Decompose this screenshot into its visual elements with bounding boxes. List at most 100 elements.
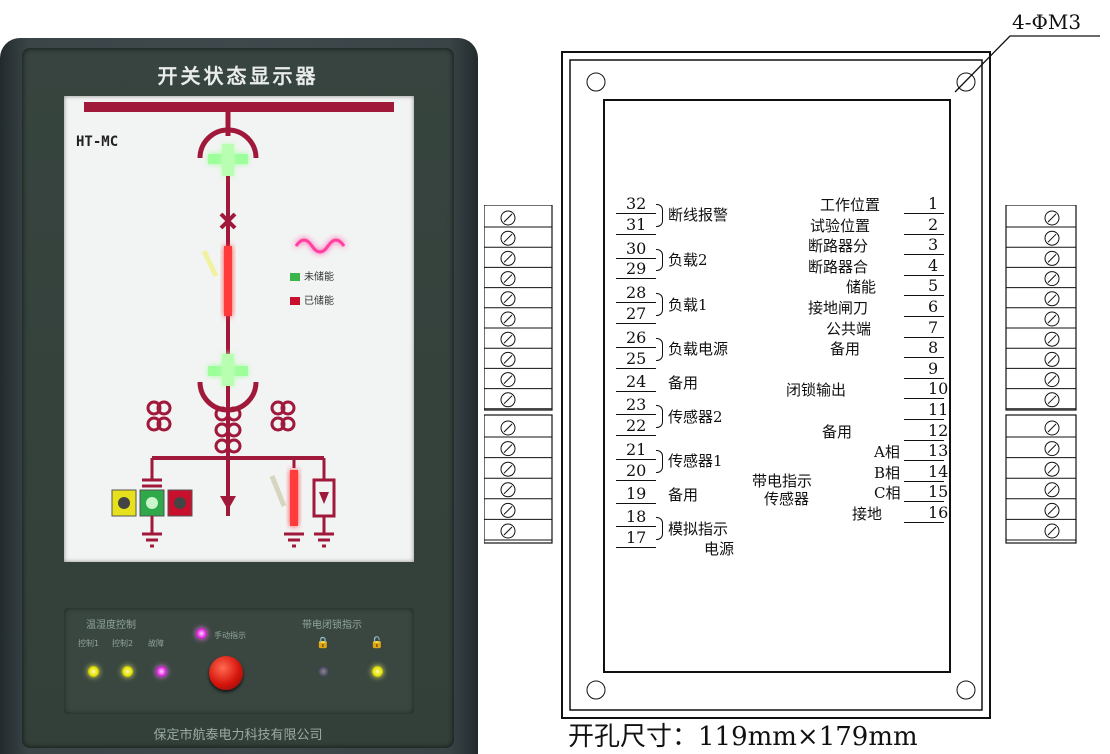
terminal-underline — [904, 398, 944, 400]
terminal-label: B相 — [874, 463, 901, 482]
terminal-underline — [904, 501, 944, 503]
terminal-underline — [616, 391, 656, 393]
terminal-number: 2 — [928, 214, 939, 234]
terminal-screw — [1044, 311, 1060, 327]
terminal-screw — [500, 271, 516, 287]
terminal-screw — [1044, 271, 1060, 287]
terminal-number: 4 — [928, 255, 939, 275]
mount-hole-tr — [956, 72, 976, 92]
left-terminal-block — [484, 205, 553, 544]
terminal-number: 18 — [626, 507, 647, 527]
lock-open-icon: 🔓 — [370, 636, 384, 649]
terminal-screw-slot — [1047, 506, 1057, 515]
terminal-screw-slot — [1047, 526, 1057, 536]
terminal-underline — [616, 233, 656, 235]
terminal-screw-slot — [503, 375, 513, 384]
terminal-brace — [656, 204, 663, 227]
terminal-screw-slot — [1047, 485, 1057, 495]
terminal-screw — [500, 230, 516, 246]
terminal-label: 试验位置 — [810, 216, 871, 235]
terminal-underline — [904, 336, 944, 338]
manual-indicator-label: 手动指示 — [214, 631, 246, 640]
terminal-number: 1 — [928, 194, 939, 213]
outgoing-arrow-icon — [220, 496, 236, 510]
terminal-screw-slot — [1047, 464, 1057, 474]
terminal-screw — [500, 351, 516, 367]
terminal-screw — [1044, 502, 1060, 518]
control-panel: 温湿度控制 控制1 控制2 故障 手动指示 带电闭锁指示 🔒 🔓 — [64, 608, 414, 714]
terminal-underline — [616, 435, 656, 436]
terminal-screw — [500, 250, 516, 266]
mimic-display-window: HT-MC — [64, 96, 414, 562]
terminal-number: 28 — [626, 283, 647, 303]
terminal-underline — [904, 316, 944, 317]
terminal-number: 19 — [626, 484, 647, 504]
terminal-screw-slot — [1047, 395, 1057, 405]
control2-led — [122, 666, 133, 677]
cutout-size-label: 开孔尺寸：119mm×179mm — [568, 722, 918, 752]
terminal-underline — [616, 414, 656, 416]
terminal-screw-slot — [503, 355, 513, 364]
terminal-label: 公共端 — [826, 319, 872, 338]
terminal-underline — [904, 377, 944, 379]
terminal-screw — [1044, 482, 1060, 498]
terminal-brace — [656, 449, 663, 473]
terminal-label: 电源 — [704, 539, 735, 558]
terminal-underline — [616, 257, 656, 259]
manual-push-button[interactable] — [209, 656, 243, 690]
terminal-label: 工作位置 — [820, 196, 881, 214]
terminal-number: 16 — [928, 503, 949, 522]
red-swatch — [290, 297, 300, 305]
earthing-switch-light — [290, 470, 298, 526]
terminal-underline — [616, 367, 656, 369]
terminal-screw — [1044, 351, 1060, 367]
terminal-screw — [1044, 372, 1060, 388]
terminal-screw — [500, 523, 516, 539]
terminal-number: 29 — [626, 259, 647, 279]
terminal-screw — [1044, 230, 1060, 246]
terminal-screw-slot — [503, 506, 513, 515]
current-transformers — [146, 400, 296, 454]
terminal-screw-slot — [1047, 274, 1057, 283]
terminal-screw — [1044, 461, 1060, 477]
terminal-brace — [656, 405, 663, 428]
terminal-number: 12 — [928, 420, 949, 440]
legend-item-uncharged: 未储能 — [290, 266, 334, 290]
terminal-brace — [656, 337, 663, 361]
terminal-screw — [500, 372, 516, 388]
terminal-underline — [904, 419, 944, 420]
terminal-underline — [616, 503, 656, 505]
terminal-number: 3 — [928, 235, 939, 255]
humidity-control-label: 温湿度控制 — [86, 620, 136, 631]
terminal-screw — [500, 331, 516, 347]
terminal-screw — [1044, 210, 1060, 226]
terminal-underline — [616, 213, 656, 214]
terminal-underline — [904, 522, 944, 523]
terminal-underline — [616, 302, 656, 304]
terminal-number: 7 — [928, 317, 939, 337]
terminal-underline — [904, 213, 944, 214]
terminal-screw — [500, 441, 516, 457]
terminal-underline — [904, 460, 944, 462]
control1-led — [88, 666, 99, 677]
terminal-brace — [656, 517, 663, 540]
terminal-screw-slot — [503, 254, 513, 263]
terminal-screw-slot — [503, 274, 513, 283]
terminal-screw-slot — [1047, 355, 1057, 364]
fault-label: 故障 — [148, 639, 164, 648]
terminal-number: 17 — [626, 528, 647, 547]
terminal-screw — [500, 392, 516, 408]
terminal-screw-slot — [503, 314, 513, 324]
lock-led — [318, 666, 329, 677]
terminal-screw — [1044, 420, 1060, 436]
sensor-group-label-2: 传感器 — [764, 490, 810, 508]
device-title: 开关状态显示器 — [157, 64, 319, 88]
terminal-underline — [904, 480, 944, 482]
terminal-label: 断线报警 — [668, 206, 729, 225]
terminal-number: 23 — [626, 395, 647, 415]
terminal-underline — [904, 274, 944, 276]
terminal-label: 负载2 — [668, 251, 708, 269]
manual-indicator-led — [196, 628, 207, 639]
terminal-underline — [904, 233, 944, 235]
terminal-label: 负载1 — [668, 295, 708, 314]
